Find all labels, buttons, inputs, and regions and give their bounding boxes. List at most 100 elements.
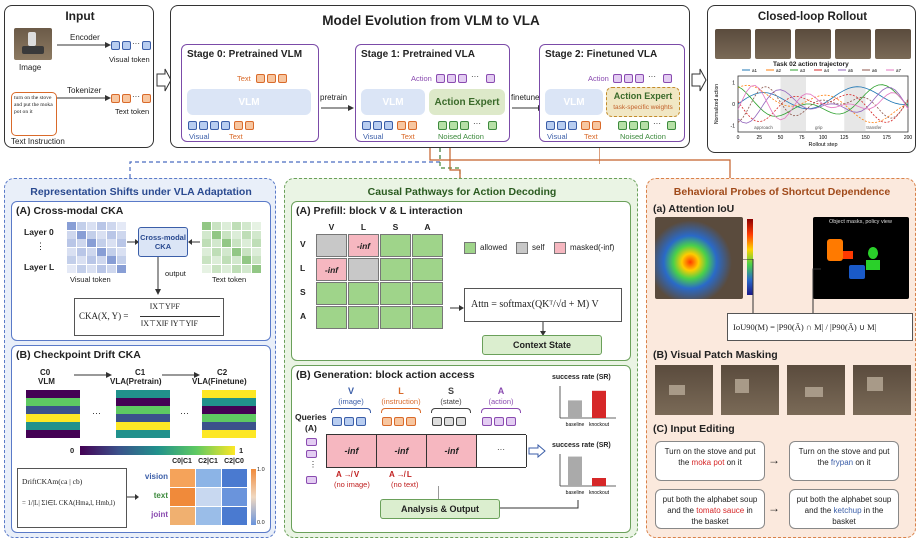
edit-text: Turn on the stove and put the — [798, 447, 890, 467]
drift-card: (B) Checkpoint Drift CKA C0 VLM C1 VLA(P… — [11, 345, 271, 533]
matrix-cell — [107, 256, 117, 265]
matrix-cell — [77, 230, 87, 239]
heatmap-cell — [125, 414, 134, 422]
prefill-title: (A) Prefill: block V & L interaction — [296, 205, 463, 217]
heatmap-cell — [161, 406, 170, 414]
legend-label: a6 — [872, 68, 878, 73]
heatmap-cell — [220, 406, 229, 414]
connector-lines-right — [429, 148, 731, 178]
sr-bar-label: baseline — [566, 422, 585, 428]
matrix-cell — [212, 265, 222, 273]
sr-bar — [568, 456, 582, 486]
heatmap-cell — [202, 414, 211, 422]
matrix-cell — [202, 265, 212, 273]
text-token — [278, 74, 287, 83]
noised-action-token — [438, 121, 447, 130]
gen-token — [332, 417, 342, 426]
visual-token — [122, 41, 131, 50]
attn-formula-text: Attn = softmax(QKᵀ/√d + M) V — [471, 299, 599, 310]
heatmap-cell — [35, 390, 44, 398]
heatmap-cell — [134, 398, 143, 406]
heatmap-cell — [44, 422, 53, 430]
x-tick: 125 — [840, 135, 849, 141]
visual-token — [557, 121, 566, 130]
matrix-cell — [242, 230, 252, 239]
heatmap-cell — [211, 406, 220, 414]
gen-col-sub: (image) — [338, 397, 364, 406]
mask-cell — [316, 306, 347, 329]
prefill-col-header: V — [328, 222, 335, 232]
stage1-title: Stage 1: Pretrained VLA — [361, 49, 475, 60]
gen-col-brace — [381, 408, 421, 413]
matrix-cell — [242, 222, 252, 230]
edit-highlight: tomato sauce — [696, 506, 745, 515]
heatmap-cell — [211, 422, 220, 430]
matrix-cell — [242, 256, 252, 265]
action-token — [635, 74, 644, 83]
stage2-expert-sub: task-specific weights — [613, 104, 673, 111]
heatmap-cell — [152, 406, 161, 414]
heatmap-cell — [71, 414, 80, 422]
iou-formula-text: IoU90(M) = |P90(Ā) ∩ M| / |P90(Ā) ∪ M| — [733, 322, 877, 332]
matrix-cell — [107, 222, 117, 230]
heatmap-cell — [238, 406, 247, 414]
prefill-col-header: L — [360, 222, 367, 232]
matrix-cell — [222, 256, 232, 265]
formula-den: ‖X⊤X‖F ‖Y⊤Y‖F — [141, 319, 198, 328]
drift-cell — [222, 469, 247, 487]
heatmap-cell — [220, 414, 229, 422]
matrix-cell — [202, 230, 212, 239]
heatmap-cell — [229, 390, 238, 398]
matrix-cell — [87, 265, 97, 273]
visual-cka-matrix — [67, 222, 127, 274]
gen-mask-cell — [477, 435, 527, 467]
phase-label: transfer — [866, 125, 882, 130]
c2-label: C2 — [217, 368, 228, 377]
heatmap-cell — [35, 406, 44, 414]
matrix-cell — [232, 265, 242, 273]
stage2-visual: Visual — [547, 132, 568, 141]
heatmap-cell — [44, 390, 53, 398]
visual-token-label: Visual token — [109, 55, 150, 64]
finetune-label: finetune — [511, 93, 540, 102]
visual-token — [199, 121, 208, 130]
noised-action-token — [460, 121, 469, 130]
layerL-label: Layer L — [24, 262, 55, 272]
gen-col-letter: A — [497, 386, 505, 396]
heatmap-cell — [134, 430, 143, 438]
matrix-cell — [242, 247, 252, 256]
action-token — [486, 74, 495, 83]
colorbar-min: 0 — [70, 446, 75, 455]
drift-cell — [170, 507, 195, 525]
heatmap-cell — [161, 430, 170, 438]
flow-arrow — [156, 68, 172, 92]
mask-cell — [412, 258, 443, 281]
stage0-vlm: VLM — [187, 89, 311, 115]
heatmap-cell — [125, 422, 134, 430]
mask-cell — [412, 306, 443, 329]
sr-bar — [592, 478, 606, 486]
noised-action-token — [629, 121, 638, 130]
action-token — [613, 74, 622, 83]
matrix-cell — [97, 222, 107, 230]
stage2-noised: Noised Action — [620, 132, 666, 141]
legend-allowed-swatch — [464, 242, 476, 254]
matrix-cell — [222, 230, 232, 239]
heatmap-cell — [229, 430, 238, 438]
heatmap-cell — [35, 414, 44, 422]
text-instruction-label: Text Instruction — [11, 137, 65, 146]
matrix-cell — [67, 222, 77, 230]
matrix-cell — [67, 256, 77, 265]
block-v-sub: (no image) — [334, 480, 370, 489]
mask-cell — [348, 258, 379, 281]
text-token — [397, 121, 406, 130]
ellipsis: ··· — [648, 72, 656, 81]
heatmap-cell — [71, 422, 80, 430]
edit-text: put both the alphabet soup and the — [662, 495, 758, 515]
mask-cell — [380, 234, 411, 257]
input-panel: Input Image Encoder ··· Visual token tur… — [4, 5, 154, 148]
heatmap-cell — [238, 398, 247, 406]
heatmap-cell — [247, 422, 256, 430]
